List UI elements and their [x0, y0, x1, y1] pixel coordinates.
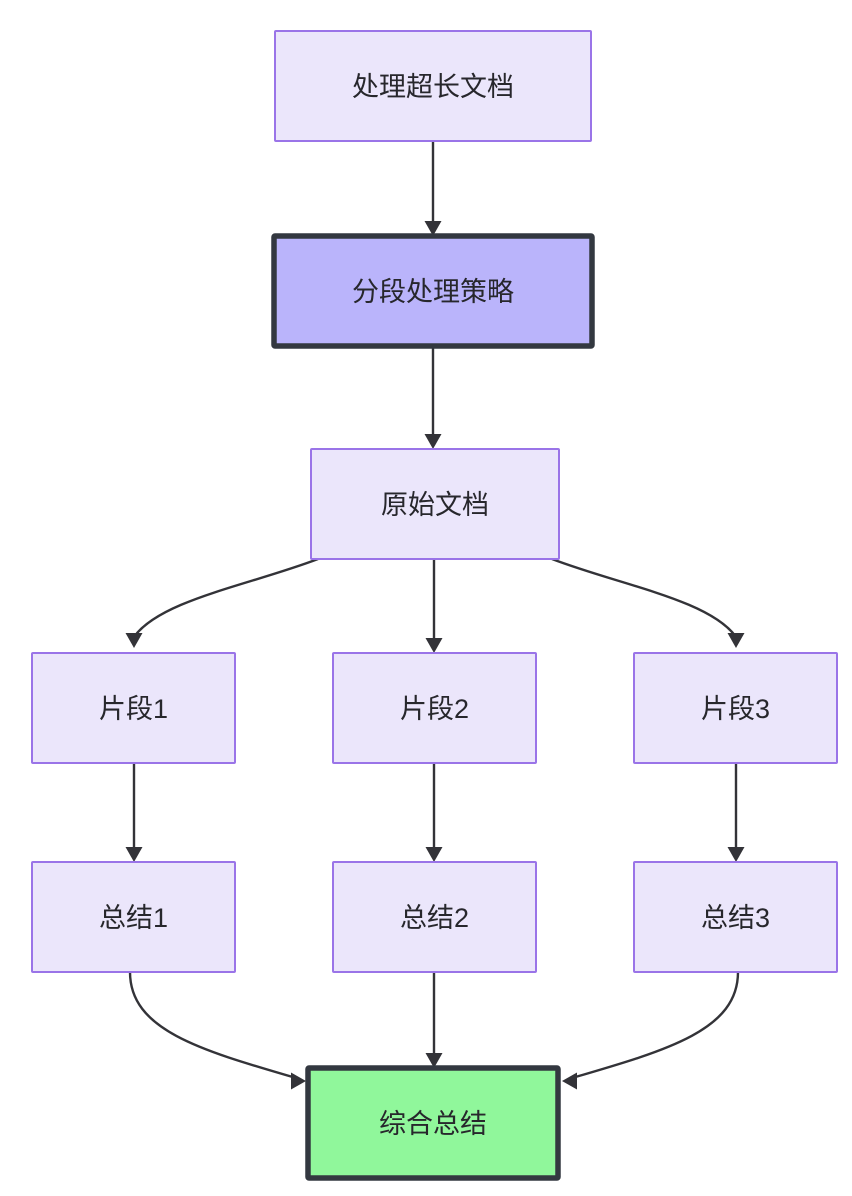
edge-line: [571, 971, 740, 1080]
edge-arrowhead: [125, 847, 143, 862]
edge-arrowhead: [562, 1072, 577, 1090]
node-box[interactable]: [332, 861, 537, 973]
flow-edge: [425, 972, 443, 1068]
node-box[interactable]: [31, 652, 236, 764]
flow-node-n6[interactable]: 片段3: [633, 652, 838, 764]
flow-edge: [425, 559, 443, 653]
flow-node-n3[interactable]: 原始文档: [310, 448, 560, 560]
edge-arrowhead: [425, 847, 443, 862]
node-box[interactable]: [274, 30, 592, 142]
edges-layer: [125, 141, 745, 1090]
node-box[interactable]: [332, 652, 537, 764]
flow-node-n8[interactable]: 总结2: [332, 861, 537, 973]
flow-edge: [551, 557, 745, 648]
edge-line: [128, 971, 297, 1080]
edge-line: [551, 557, 737, 638]
flow-edge: [125, 763, 143, 862]
flow-edge: [424, 346, 442, 449]
flow-node-n2[interactable]: 分段处理策略: [271, 233, 595, 349]
flow-node-n5[interactable]: 片段2: [332, 652, 537, 764]
flow-edge: [425, 763, 443, 862]
edge-arrowhead: [125, 633, 143, 648]
node-box[interactable]: [271, 233, 595, 349]
flow-edge: [562, 971, 740, 1090]
edge-arrowhead: [291, 1072, 306, 1090]
edge-arrowhead: [424, 434, 442, 449]
edge-line: [133, 557, 319, 638]
node-box[interactable]: [633, 861, 838, 973]
edge-arrowhead: [425, 638, 443, 653]
edge-arrowhead: [424, 221, 442, 236]
flow-edge: [128, 971, 306, 1090]
flow-node-n10[interactable]: 综合总结: [305, 1065, 561, 1181]
flow-node-n1[interactable]: 处理超长文档: [274, 30, 592, 142]
flow-edge: [727, 763, 745, 862]
flow-edge: [125, 557, 319, 648]
flow-edge: [424, 141, 442, 236]
node-box[interactable]: [633, 652, 838, 764]
edge-arrowhead: [727, 847, 745, 862]
node-box[interactable]: [305, 1065, 561, 1181]
edge-arrowhead: [425, 1053, 443, 1068]
flow-node-n9[interactable]: 总结3: [633, 861, 838, 973]
flow-node-n4[interactable]: 片段1: [31, 652, 236, 764]
edge-arrowhead: [727, 633, 745, 648]
node-box[interactable]: [31, 861, 236, 973]
node-box[interactable]: [310, 448, 560, 560]
flow-node-n7[interactable]: 总结1: [31, 861, 236, 973]
